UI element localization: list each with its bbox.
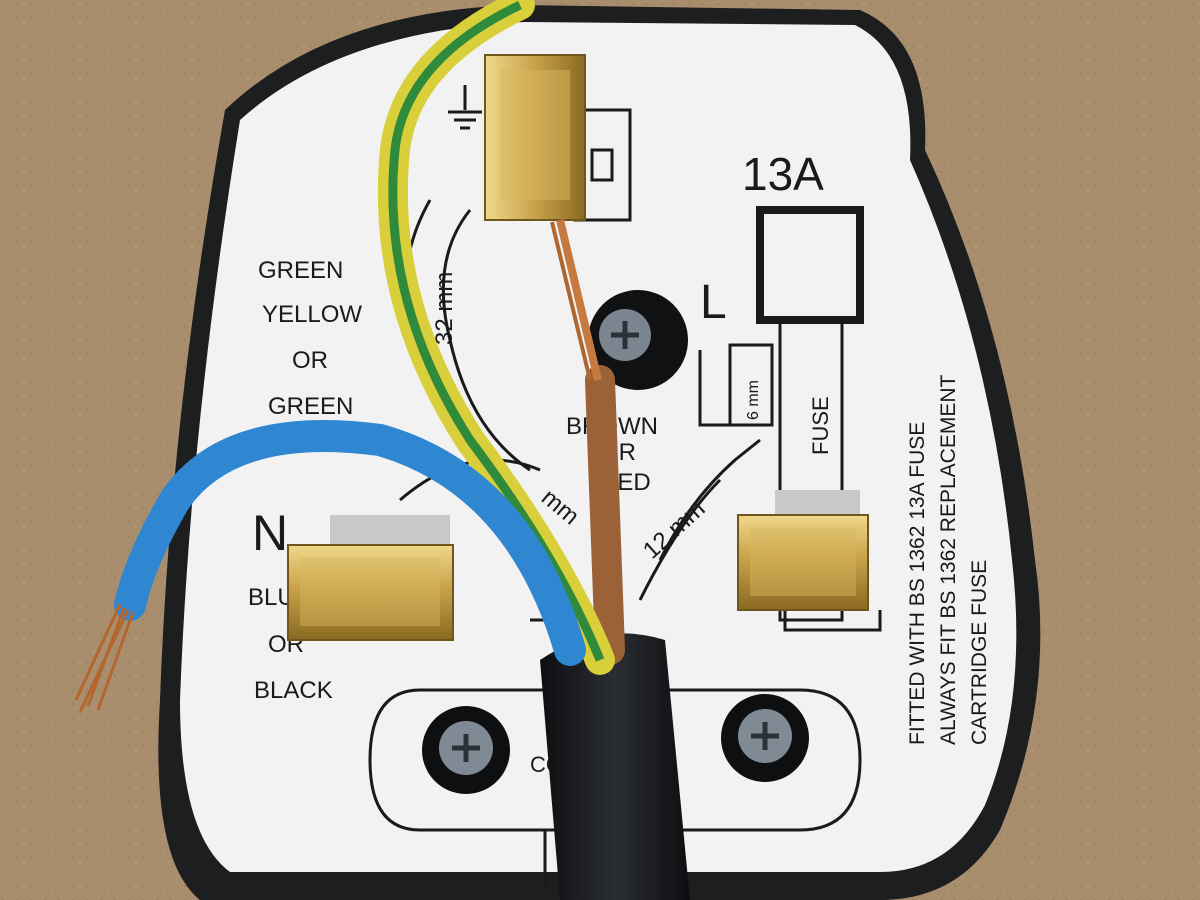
fuse-notice-line-2: ALWAYS FIT BS 1362 REPLACEMENT [937,374,960,745]
live-wire [550,219,625,665]
neutral-terminal [287,515,454,641]
fuse-label: FUSE [808,396,833,455]
earth-colour-line-3: OR [292,347,328,374]
earth-colour-line-4: GREEN [268,393,353,420]
rating-label: 13A [742,148,824,200]
fuse-notice: FITTED WITH BS 1362 13A FUSE ALWAYS FIT … [906,374,991,745]
cord-grip-screw-right [721,694,809,782]
centre-screw [588,290,688,390]
live-terminal-label: L [700,276,727,329]
fuse-strip-gauge [728,343,774,427]
earth-colour-line-2: YELLOW [262,301,362,328]
earth-strip-length: 32 mm [431,272,458,345]
fuse-strip-length: 6 mm [745,380,762,420]
cord-grip-screw-left [422,706,510,794]
earth-symbol-icon [448,85,482,130]
fuse-body-outline [778,318,844,622]
neutral-terminal-label: N [252,505,288,561]
neutral-colour-line-3: BLACK [254,677,333,704]
earth-terminal [484,54,586,221]
fuse-notice-line-1: FITTED WITH BS 1362 13A FUSE [906,422,929,745]
fuse-notice-line-3: CARTRIDGE FUSE [968,560,991,745]
mains-cable [540,633,690,900]
neutral-wire [74,420,586,713]
cord-grip-outline [368,688,862,832]
live-terminal [737,490,869,611]
earth-colour-line-1: GREEN [258,257,343,284]
